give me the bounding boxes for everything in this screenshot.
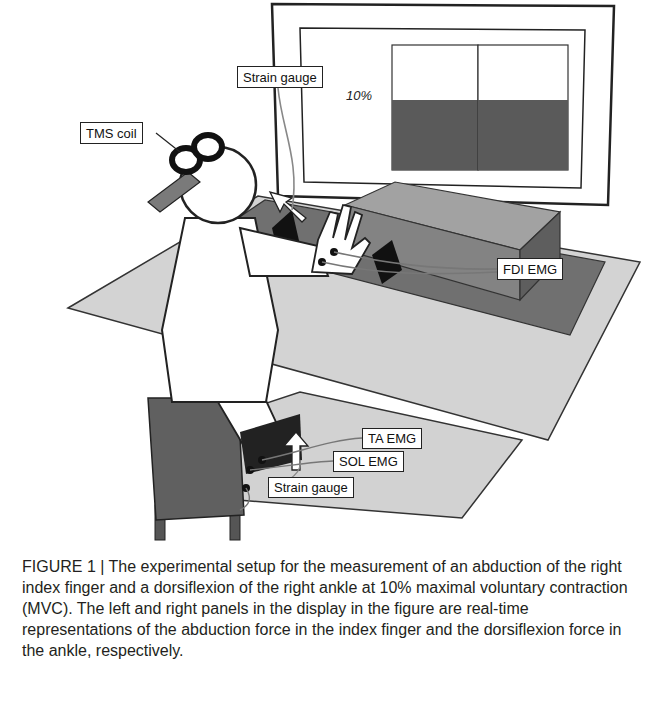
emg-cable <box>250 461 333 470</box>
gauge-cable <box>278 88 294 210</box>
hand <box>312 205 370 274</box>
label-text: FDI EMG <box>503 262 557 277</box>
arm-block-side <box>520 212 560 300</box>
label-box: TMS coil <box>80 122 143 144</box>
coil-wing <box>194 135 222 159</box>
emg-cable <box>334 252 497 269</box>
force-arrow <box>270 192 306 222</box>
monitor-frame <box>272 4 614 205</box>
figure-caption: FIGURE 1 | The experimental setup for th… <box>22 556 636 661</box>
finger-force-fill <box>392 100 478 170</box>
label-box: TA EMG <box>362 428 422 449</box>
label-box: Strain gauge <box>237 66 323 88</box>
label-text: TMS coil <box>86 126 137 141</box>
label-box: Strain gauge <box>268 477 354 498</box>
ankle-force-fill <box>478 100 568 170</box>
emg-cable <box>240 488 249 510</box>
label-text: Strain gauge <box>243 70 317 85</box>
arm-block-front <box>345 205 520 300</box>
label-text: TA EMG <box>368 431 416 446</box>
display-scale-label: 10% <box>346 88 372 103</box>
finger-force-bar <box>392 45 478 170</box>
label-text: Strain gauge <box>274 480 348 495</box>
label-box: FDI EMG <box>497 258 563 280</box>
monitor-screen <box>300 28 585 188</box>
ankle-force-bar <box>478 45 568 170</box>
emg-cable <box>322 262 497 274</box>
label-box: SOL EMG <box>333 451 404 472</box>
label-text: SOL EMG <box>339 454 398 469</box>
leader-line <box>156 133 180 152</box>
coil-handle <box>148 172 200 212</box>
